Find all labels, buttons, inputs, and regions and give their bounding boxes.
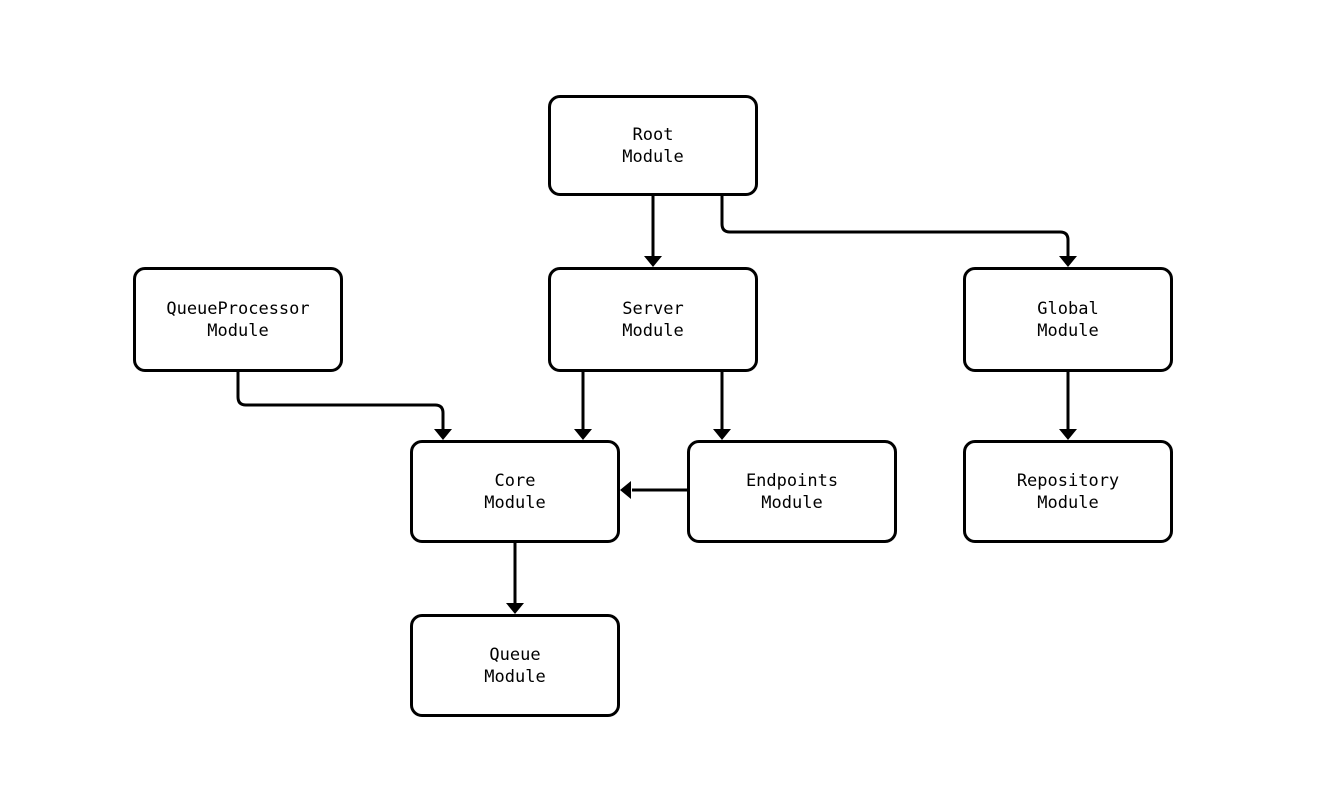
node-repository-label: Repository Module (1016, 470, 1120, 513)
node-root[interactable]: Root Module (548, 95, 758, 196)
node-root-label: Root Module (622, 124, 684, 167)
node-global-label: Global Module (1037, 298, 1099, 341)
node-endpoints[interactable]: Endpoints Module (687, 440, 897, 543)
node-repository[interactable]: Repository Module (963, 440, 1173, 543)
node-server-label: Server Module (622, 298, 684, 341)
node-core[interactable]: Core Module (410, 440, 620, 543)
arrowhead-server-endpoints (713, 429, 731, 440)
node-queue[interactable]: Queue Module (410, 614, 620, 717)
node-endpoints-label: Endpoints Module (745, 470, 839, 513)
arrowhead-queueprocessor-core (434, 429, 452, 440)
edge-queueprocessor-core (236, 372, 445, 429)
arrowhead-endpoints-core (620, 481, 631, 499)
node-queue-label: Queue Module (484, 644, 546, 687)
arrowhead-root-server (644, 256, 662, 267)
node-global[interactable]: Global Module (963, 267, 1173, 372)
arrowhead-root-global (1059, 256, 1077, 267)
node-server[interactable]: Server Module (548, 267, 758, 372)
arrowhead-core-queue (506, 603, 524, 614)
edge-root-global (720, 196, 1070, 256)
arrowhead-global-repository (1059, 429, 1077, 440)
arrowhead-server-core (574, 429, 592, 440)
node-queueprocessor[interactable]: QueueProcessor Module (133, 267, 343, 372)
node-queueprocessor-label: QueueProcessor Module (166, 298, 310, 341)
node-core-label: Core Module (484, 470, 546, 513)
